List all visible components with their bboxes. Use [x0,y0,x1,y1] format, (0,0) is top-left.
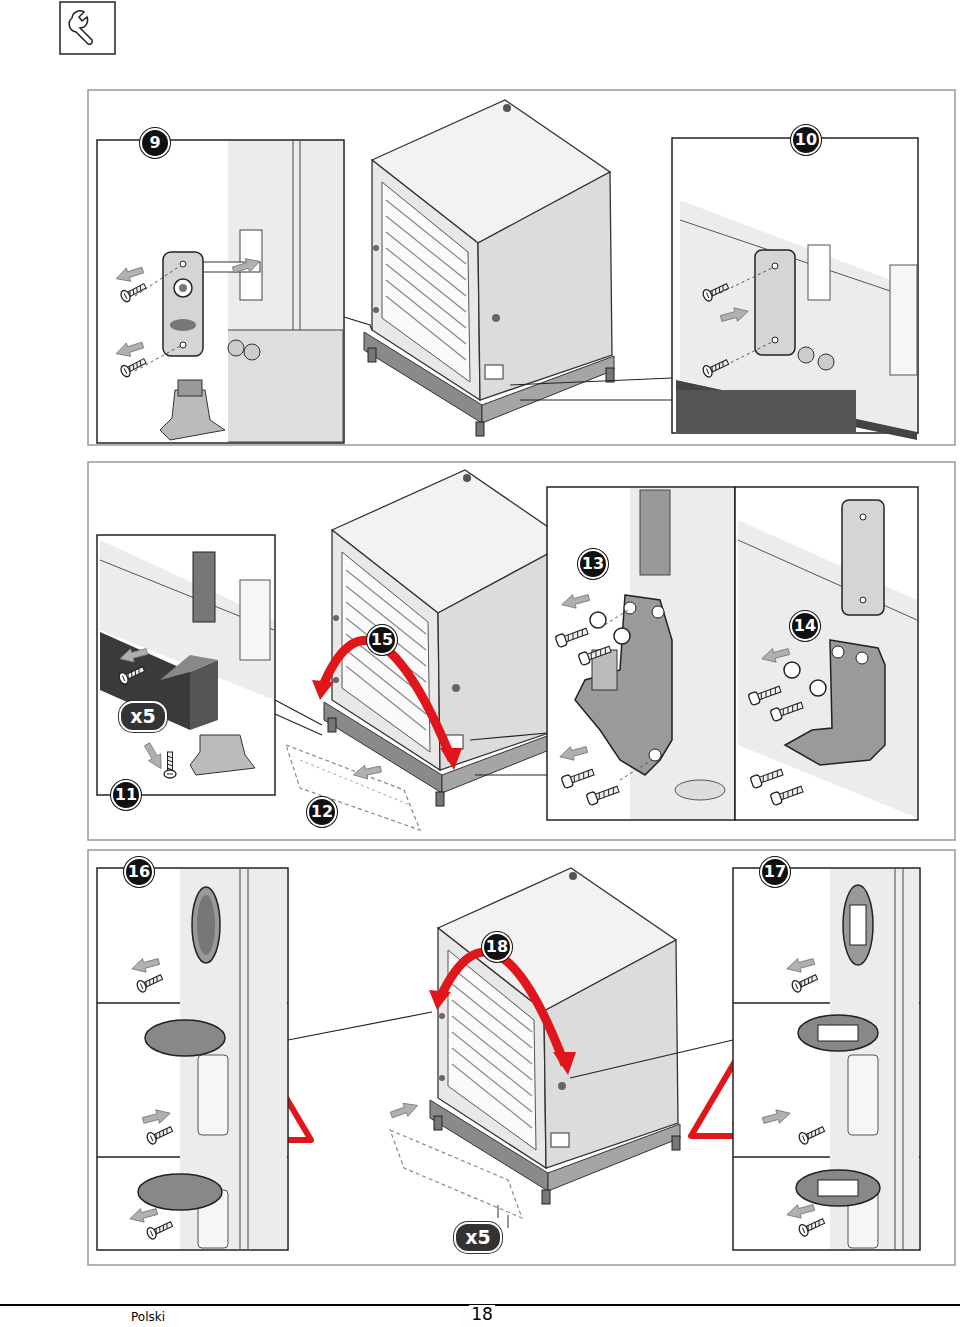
callout-number: 16 [124,857,154,887]
callout-number: 10 [791,125,821,155]
callout-number: 13 [578,549,608,579]
callout-number: 12 [307,797,337,827]
callout-number: 18 [482,932,512,962]
callout-number: 15 [367,625,397,655]
footer-text: Polski [129,1310,167,1324]
callout-number: 17 [760,857,790,887]
callout-number: 14 [790,611,820,641]
callout-number: 11 [111,780,141,810]
quantity-badge: x5 [119,701,166,732]
quantity-badge: x5 [454,1222,501,1253]
footer-text: 18 [469,1305,495,1324]
callout-number: 9 [140,128,170,158]
